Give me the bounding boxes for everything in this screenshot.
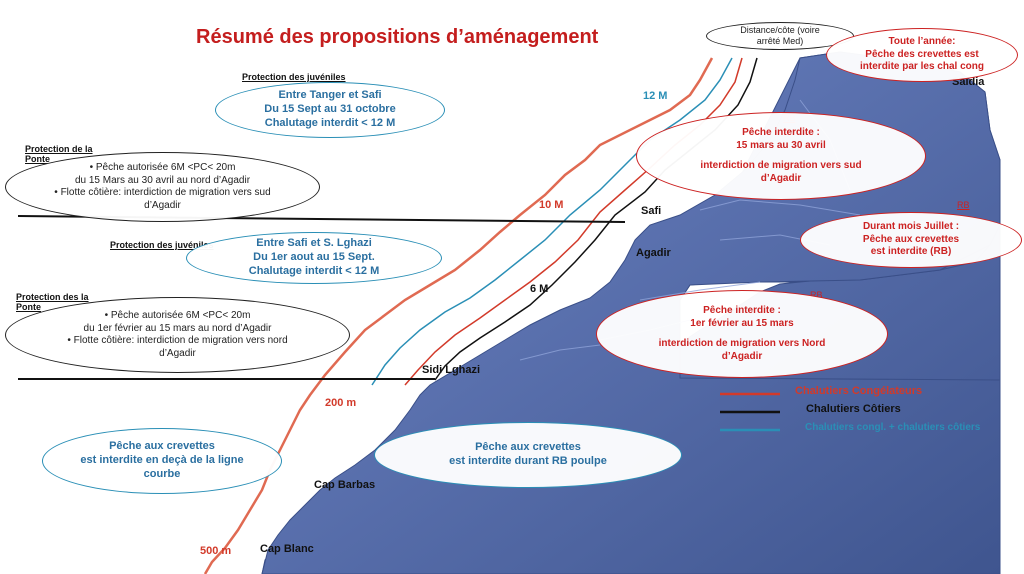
bubble-distance-line2: arrêté Med) <box>756 36 804 46</box>
rb-marker-2: RB <box>957 200 970 210</box>
bubble-ponte-north: • Pêche autorisée 6M <PC< 20m du 15 Mars… <box>5 152 320 222</box>
bubble-crevettes-ligne: Pêche aux crevettes est interdite en deç… <box>42 428 282 494</box>
section-label-ponte-south: Protection des la Ponte <box>16 292 89 312</box>
place-label-cap-blanc: Cap Blanc <box>260 543 314 555</box>
bubble-interdite-nord-line4: d’Agadir <box>721 350 763 362</box>
bubble-toute-annee-line3: interdite par les chal cong <box>860 61 984 73</box>
depth-line-500m <box>203 57 714 574</box>
bubble-ponte-south-line3: • Flotte côtière: interdiction de migrat… <box>67 335 288 346</box>
bubble-ponte-north-line3: • Flotte côtière: interdiction de migrat… <box>54 187 271 198</box>
depth-label-6m: 6 M <box>530 283 549 295</box>
depth-label-500m: 500 m <box>200 545 232 557</box>
section-label-juveniles-north: Protection des juvéniles <box>242 72 346 82</box>
bubble-interdite-sud: Pêche interdite : 15 mars au 30 avril in… <box>636 112 926 200</box>
legend-label-congelateurs: Chalutiers Congélateurs <box>795 385 923 397</box>
place-label-agadir: Agadir <box>636 247 671 259</box>
bubble-interdite-nord-line2: 1er février au 15 mars <box>690 317 794 329</box>
bubble-interdite-sud-line1: Pêche interdite : <box>742 127 820 138</box>
bubble-toute-annee: Toute l’année: Pêche des crevettes est i… <box>826 28 1018 82</box>
section-label-juveniles-south: Protection des juvéniles <box>110 240 214 250</box>
section-label-ponte-north: Protection de la Ponte <box>25 144 93 164</box>
bubble-ponte-south-line4: d’Agadir <box>159 347 196 359</box>
bubble-crevettes-ligne-line2: est interdite en deçà de la ligne <box>80 454 244 467</box>
bubble-interdite-sud-line3: interdiction de migration vers sud <box>700 160 862 171</box>
depth-label-10m: 10 M <box>539 199 564 211</box>
bubble-interdite-nord: Pêche interdite : 1er février au 15 mars… <box>596 290 888 378</box>
bubble-crevettes-rb: Pêche aux crevettes est interdite durant… <box>374 422 682 488</box>
bubble-safi-lghazi: Entre Safi et S. Lghazi Du 1er aout au 1… <box>186 232 442 284</box>
bubble-ponte-south-line1: • Pêche autorisée 6M <PC< 20m <box>104 310 251 321</box>
bubble-juillet-line2: Pêche aux crevettes <box>862 233 960 245</box>
bubble-ponte-south-line2: du 1er février au 15 mars au nord d’Agad… <box>83 322 272 334</box>
bubble-tanger-safi-line3: Chalutage interdit < 12 M <box>264 116 396 129</box>
bubble-ponte-north-line1: • Pêche autorisée 6M <PC< 20m <box>89 162 236 173</box>
bubble-juillet-line3: est interdite (RB) <box>870 246 952 258</box>
bubble-interdite-nord-line3: interdiction de migration vers Nord <box>658 338 826 349</box>
bubble-interdite-sud-line4: d’Agadir <box>760 172 802 184</box>
legend-label-cotiers: Chalutiers Côtiers <box>806 403 901 415</box>
bubble-crevettes-ligne-line1: Pêche aux crevettes <box>109 440 215 453</box>
bubble-tanger-safi-line1: Entre Tanger et Safi <box>278 89 382 102</box>
place-label-sidi-lghazi: Sidi Lghazi <box>422 364 481 376</box>
legend-label-mixte: Chalutiers congl. + chalutiers côtiers <box>805 422 981 433</box>
bubble-interdite-sud-line2: 15 mars au 30 avril <box>736 139 826 151</box>
depth-line-12m <box>371 57 733 386</box>
bubble-juillet: Durant mois Juillet : Pêche aux crevette… <box>800 212 1022 268</box>
bubble-distance: Distance/côte (voire arrêté Med) <box>706 22 854 50</box>
place-label-cap-barbas: Cap Barbas <box>314 479 376 491</box>
bubble-tanger-safi-line2: Du 15 Sept au 31 octobre <box>264 103 396 116</box>
rb-marker-3: RB <box>810 290 823 300</box>
bubble-crevettes-rb-line2: est interdite durant RB poulpe <box>449 455 607 467</box>
bubble-tanger-safi: Entre Tanger et Safi Du 15 Sept au 31 oc… <box>215 82 445 138</box>
bubble-ponte-north-line4: d’Agadir <box>144 199 181 211</box>
bubble-crevettes-rb-line1: Pêche aux crevettes <box>475 441 581 454</box>
depth-label-12m: 12 M <box>643 90 668 102</box>
bubble-safi-lghazi-line2: Du 1er aout au 15 Sept. <box>253 251 375 264</box>
bubble-toute-annee-line2: Pêche des crevettes est <box>865 48 979 60</box>
bubble-toute-annee-line1: Toute l’année: <box>888 36 956 48</box>
bubble-juillet-line1: Durant mois Juillet : <box>862 221 960 233</box>
depth-label-200m: 200 m <box>325 397 357 409</box>
bubble-safi-lghazi-line1: Entre Safi et S. Lghazi <box>256 237 372 250</box>
bubble-safi-lghazi-line3: Chalutage interdit < 12 M <box>248 264 380 277</box>
bubble-ponte-north-line2: du 15 Mars au 30 avril au nord d’Agadir <box>74 174 251 186</box>
page-title: Résumé des propositions d’aménagement <box>196 26 599 48</box>
bubble-ponte-south: • Pêche autorisée 6M <PC< 20m du 1er fév… <box>5 297 350 373</box>
bubble-interdite-nord-line1: Pêche interdite : <box>703 305 781 316</box>
bubble-distance-line1: Distance/côte (voire <box>740 24 820 35</box>
bubble-crevettes-ligne-line3: courbe <box>143 467 181 480</box>
place-label-safi: Safi <box>641 205 662 217</box>
